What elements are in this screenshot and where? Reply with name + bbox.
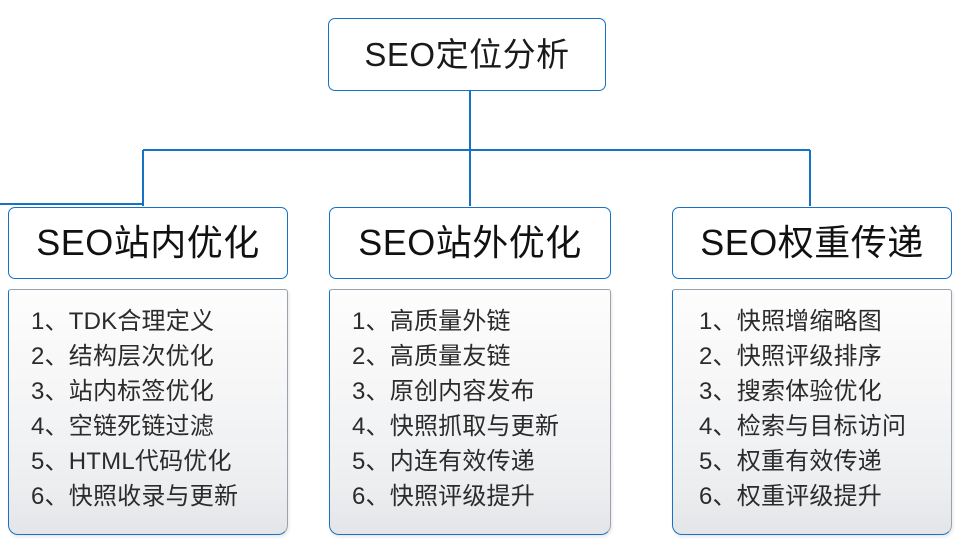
list-item-number: 3、 [31,378,69,405]
list-item-text: TDK合理定义 [68,308,215,335]
list-item: 5、内连有效传递 [352,444,610,479]
list-item-number: 2、 [31,343,69,370]
list-item: 5、HTML代码优化 [31,444,287,479]
list-item-text: 检索与目标访问 [736,413,907,440]
list-item: 4、检索与目标访问 [699,409,951,444]
branch-header-2[interactable]: SEO权重传递 [672,207,952,279]
list-item: 2、高质量友链 [352,339,610,374]
list-item-text: 快照增缩略图 [736,308,882,335]
list-item: 6、快照收录与更新 [31,479,287,514]
list-item-text: 搜索体验优化 [736,378,882,405]
list-item: 2、快照评级排序 [699,339,951,374]
branch-body-0: 1、TDK合理定义 2、结构层次优化 3、站内标签优化 4、空链死链过滤 5、H… [8,289,288,535]
branch-header-label-2: SEO权重传递 [700,222,924,263]
list-item-text: 原创内容发布 [389,378,535,405]
list-item-number: 6、 [31,483,69,510]
branch-column-seo-onsite: SEO站内优化 1、TDK合理定义 2、结构层次优化 3、站内标签优化 4、空链… [8,207,288,535]
list-item-number: 6、 [699,483,737,510]
list-item-number: 1、 [352,308,390,335]
list-item-number: 1、 [31,308,69,335]
list-item: 3、原创内容发布 [352,374,610,409]
list-item: 3、站内标签优化 [31,374,287,409]
list-item-text: 快照抓取与更新 [389,413,560,440]
list-item: 4、快照抓取与更新 [352,409,610,444]
list-item-number: 5、 [352,448,390,475]
branch-header-label-0: SEO站内优化 [36,222,260,263]
list-item: 4、空链死链过滤 [31,409,287,444]
list-item-text: 快照收录与更新 [68,483,239,510]
list-item: 2、结构层次优化 [31,339,287,374]
branch-item-list-2: 1、快照增缩略图 2、快照评级排序 3、搜索体验优化 4、检索与目标访问 5、权… [673,304,951,514]
list-item-number: 6、 [352,483,390,510]
root-node[interactable]: SEO定位分析 [328,18,606,91]
list-item-text: HTML代码优化 [68,448,232,475]
list-item-number: 4、 [699,413,737,440]
list-item: 1、高质量外链 [352,304,610,339]
list-item: 1、快照增缩略图 [699,304,951,339]
list-item-number: 2、 [352,343,390,370]
list-item-number: 1、 [699,308,737,335]
list-item-number: 5、 [31,448,69,475]
branch-header-label-1: SEO站外优化 [358,222,582,263]
branch-header-0[interactable]: SEO站内优化 [8,207,288,279]
branch-item-list-1: 1、高质量外链 2、高质量友链 3、原创内容发布 4、快照抓取与更新 5、内连有… [330,304,610,514]
list-item-text: 高质量友链 [389,343,511,370]
list-item-number: 4、 [31,413,69,440]
branch-column-seo-weight: SEO权重传递 1、快照增缩略图 2、快照评级排序 3、搜索体验优化 4、检索与… [672,207,952,535]
list-item-text: 空链死链过滤 [68,413,214,440]
list-item: 5、权重有效传递 [699,444,951,479]
list-item-text: 权重有效传递 [736,448,882,475]
list-item: 1、TDK合理定义 [31,304,287,339]
list-item-text: 结构层次优化 [68,343,214,370]
list-item-number: 4、 [352,413,390,440]
list-item-text: 快照评级排序 [736,343,882,370]
root-node-label: SEO定位分析 [364,36,570,73]
list-item-number: 3、 [352,378,390,405]
list-item: 6、权重评级提升 [699,479,951,514]
list-item-number: 2、 [699,343,737,370]
list-item-text: 站内标签优化 [68,378,214,405]
branch-column-seo-offsite: SEO站外优化 1、高质量外链 2、高质量友链 3、原创内容发布 4、快照抓取与… [329,207,611,535]
list-item: 6、快照评级提升 [352,479,610,514]
list-item-text: 高质量外链 [389,308,511,335]
branch-header-1[interactable]: SEO站外优化 [329,207,611,279]
list-item-text: 快照评级提升 [389,483,535,510]
list-item-text: 内连有效传递 [389,448,535,475]
list-item: 3、搜索体验优化 [699,374,951,409]
list-item-number: 5、 [699,448,737,475]
list-item-text: 权重评级提升 [736,483,882,510]
branch-item-list-0: 1、TDK合理定义 2、结构层次优化 3、站内标签优化 4、空链死链过滤 5、H… [9,304,287,514]
branch-body-1: 1、高质量外链 2、高质量友链 3、原创内容发布 4、快照抓取与更新 5、内连有… [329,289,611,535]
branch-body-2: 1、快照增缩略图 2、快照评级排序 3、搜索体验优化 4、检索与目标访问 5、权… [672,289,952,535]
list-item-number: 3、 [699,378,737,405]
